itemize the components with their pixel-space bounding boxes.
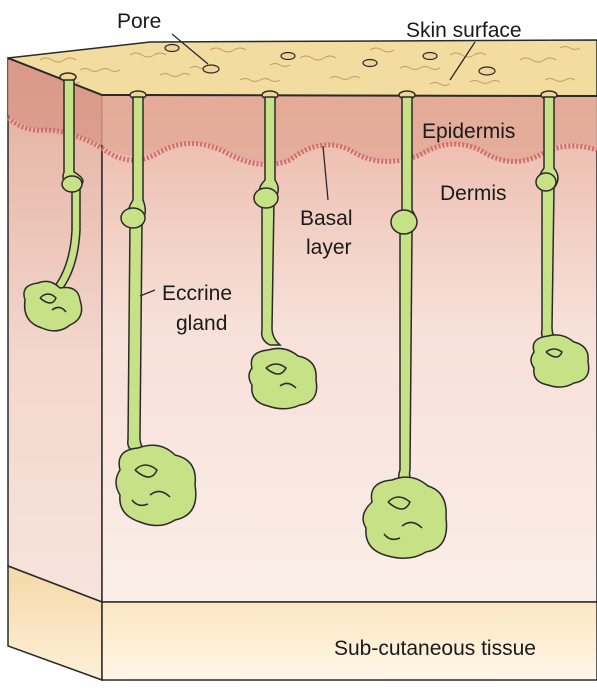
label-skin-surface: Skin surface <box>406 19 522 42</box>
label-eccrine-line2: gland <box>176 312 227 335</box>
label-eccrine-line1: Eccrine <box>162 282 232 305</box>
label-dermis: Dermis <box>440 182 507 205</box>
label-basal-line2: layer <box>306 236 352 259</box>
label-subcutaneous: Sub-cutaneous tissue <box>334 637 536 660</box>
skin-surface-top <box>8 40 597 96</box>
label-basal-line1: Basal <box>300 207 353 230</box>
front-dermis <box>102 95 597 602</box>
label-pore: Pore <box>117 10 161 33</box>
label-epidermis: Epidermis <box>422 120 515 143</box>
